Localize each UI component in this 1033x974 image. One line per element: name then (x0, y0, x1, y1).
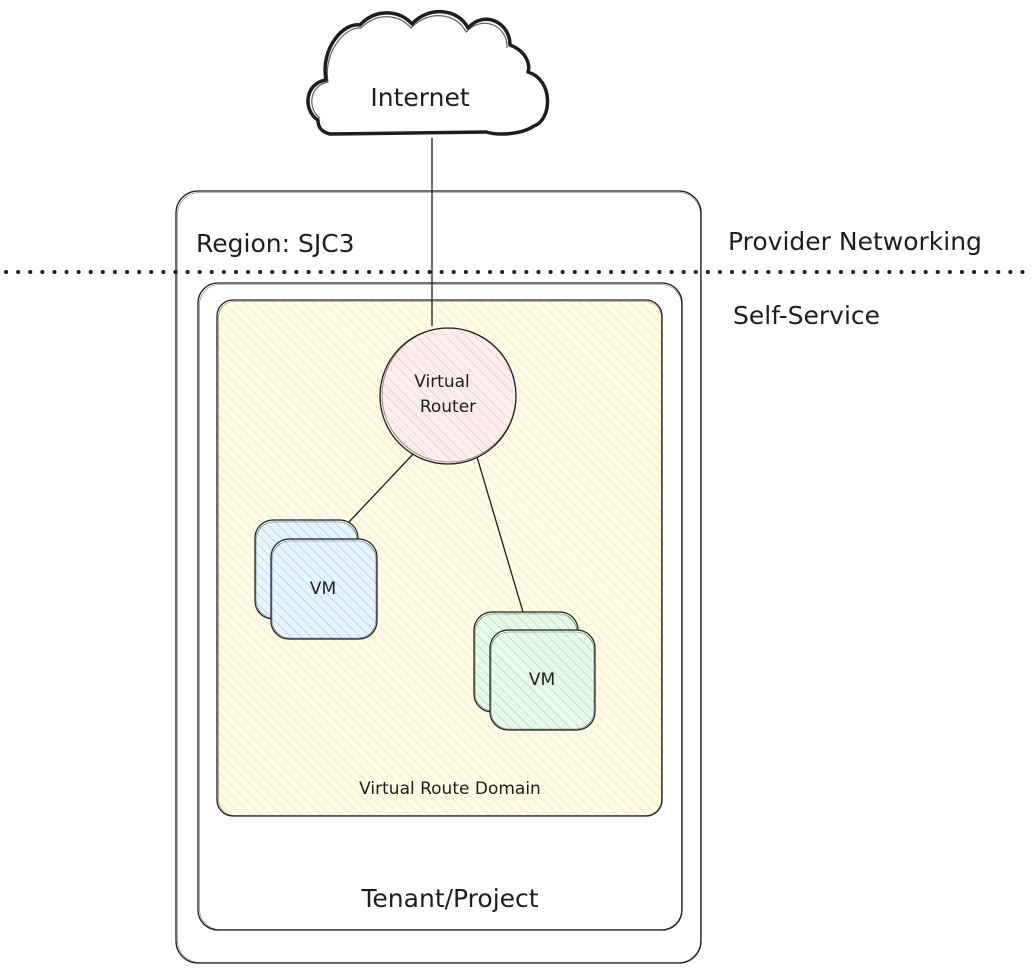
provider-networking-label: Provider Networking (728, 227, 982, 256)
internet-cloud (306, 9, 550, 136)
tenant-box (197, 282, 683, 931)
vm-node-2 (473, 611, 596, 731)
router-label-line2: Router (420, 397, 476, 417)
router-vm1-connector (348, 451, 416, 523)
router-vm2-connector (476, 456, 524, 613)
region-label: Region: SJC3 (196, 229, 355, 258)
self-service-label: Self-Service (733, 301, 880, 330)
route-domain-label: Virtual Route Domain (359, 779, 541, 799)
vm-node-1 (254, 519, 378, 640)
tenant-label: Tenant/Project (360, 884, 538, 913)
virtual-router (379, 327, 517, 465)
region-box (175, 190, 702, 964)
vm-label-2: VM (529, 670, 555, 690)
internet-label: Internet (370, 83, 469, 112)
router-label-line1: Virtual (414, 372, 470, 392)
vm-label-1: VM (310, 579, 336, 599)
